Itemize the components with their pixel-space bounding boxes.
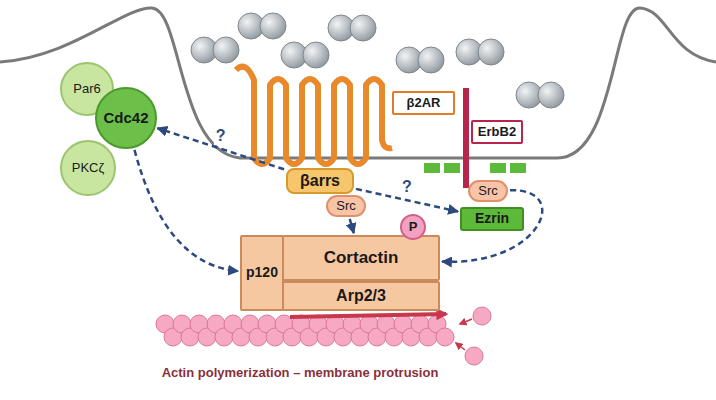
protein-box: Arp2/3 — [282, 281, 440, 311]
erbb2-receptor — [463, 88, 469, 188]
dashed-connector — [135, 150, 239, 271]
receptor-label: ErbB2 — [471, 120, 523, 144]
nanoparticle — [191, 37, 239, 63]
node-text: ErbB2 — [478, 125, 516, 139]
node-text: Cdc42 — [103, 110, 148, 127]
edge-label: ? — [400, 178, 414, 196]
protein-circle: Cdc42 — [95, 87, 157, 149]
membrane-anchor — [510, 163, 526, 173]
receptor-label: β2AR — [392, 91, 455, 115]
kinase-box: Src — [468, 180, 508, 202]
caption-note: Actin polymerization – membrane protrusi… — [160, 366, 441, 380]
monomer-arrow — [456, 343, 465, 350]
nanoparticle — [516, 82, 564, 108]
node-text: Ezrin — [475, 211, 509, 226]
protein-circle: PKCζ — [60, 140, 116, 196]
protein-box: CortactinP — [282, 235, 440, 281]
membrane-anchor — [444, 163, 460, 173]
nanoparticle — [396, 47, 444, 73]
nanoparticle — [328, 15, 376, 41]
node-text: PKCζ — [72, 161, 104, 175]
receptor-helices — [236, 67, 392, 164]
node-text: βarrs — [300, 172, 340, 190]
protein-box: p120 — [240, 235, 284, 311]
node-text: Src — [336, 199, 356, 213]
edge-label: ? — [214, 127, 228, 145]
node-text: Src — [478, 184, 498, 198]
node-text: P — [409, 220, 418, 234]
phospho-mark: P — [400, 214, 426, 240]
nanoparticle — [281, 42, 329, 68]
protein-box: Ezrin — [460, 207, 524, 231]
cell-membrane — [0, 8, 716, 158]
node-text: Cortactin — [324, 249, 399, 268]
node-text: Par6 — [73, 82, 100, 96]
nanoparticle — [238, 13, 286, 39]
actin-filament — [156, 315, 454, 346]
polymerization-arrow — [290, 314, 446, 317]
actin-monomer — [465, 347, 483, 365]
node-text: p120 — [246, 265, 278, 280]
protein-box: βarrs — [286, 168, 354, 194]
nanoparticle — [456, 39, 504, 65]
monomer-arrow — [460, 319, 472, 324]
dashed-connector — [350, 219, 354, 233]
membrane-anchor — [490, 163, 506, 173]
membrane-anchor — [424, 163, 440, 173]
actin-bead — [436, 328, 454, 346]
node-text: Arp2/3 — [336, 287, 386, 305]
kinase-box: Src — [326, 195, 366, 217]
actin-monomer — [473, 307, 491, 325]
node-text: β2AR — [407, 96, 441, 110]
